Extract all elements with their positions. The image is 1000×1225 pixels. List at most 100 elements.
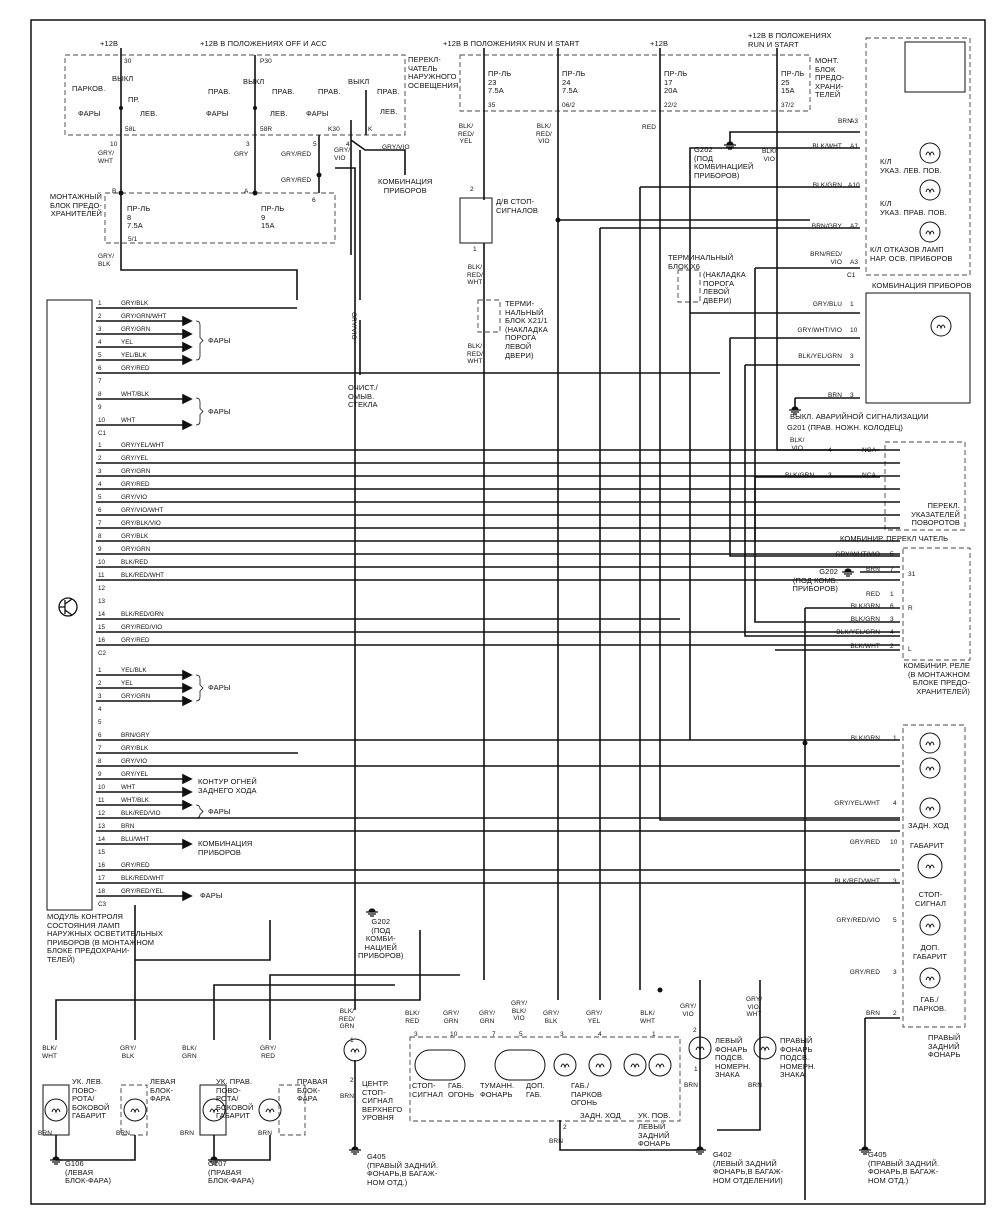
- fuse-17: ПР-Ль 17 20A: [664, 69, 688, 96]
- module-pin-wire: YEL/BLK: [121, 352, 147, 359]
- terminal-58l: 58L: [125, 126, 137, 133]
- filament-icon: [760, 1046, 770, 1052]
- filament-icon: [925, 923, 935, 929]
- hl-left-turn-label: УК. ЛЕВ. ПОВО- РОТА/ БОКОВОЙ ГАБАРИТ: [72, 1077, 110, 1121]
- arrow-icon: [182, 354, 193, 366]
- lr-wire-3: GRY/ GRN: [479, 1010, 496, 1025]
- rr-pin-5: 5: [893, 917, 897, 924]
- terminal-b: B: [112, 188, 117, 195]
- lamp-icon: [343, 1038, 367, 1062]
- module-pin-number: 3: [98, 326, 102, 333]
- wire-gry-wht: GRY/ WHT: [98, 150, 115, 165]
- rr-park-label: ГАБ./ ПАРКОВ.: [913, 995, 947, 1013]
- cluster-pin-4: A7: [850, 223, 859, 230]
- module-pin-wire: GRY/RED: [121, 481, 150, 488]
- relay-terminal-r: R: [908, 605, 913, 612]
- relay-wire-1: GRY/WHT/VIO: [835, 551, 880, 558]
- relay-wire-3: RED: [865, 591, 880, 598]
- headlights-label-1: ФАРЫ: [78, 109, 101, 118]
- module-pin-wire: GRY/YEL/WHT: [121, 442, 165, 449]
- left-label-1: ЛЕВ.: [140, 109, 158, 118]
- arrow-icon: [182, 695, 193, 707]
- filament-icon: [925, 230, 935, 236]
- filament-icon: [655, 1063, 665, 1069]
- right-label-3: ПРАВ.: [318, 87, 341, 96]
- module-pin-wire: WHT/BLK: [121, 797, 149, 804]
- module-pin-number: 3: [98, 468, 102, 475]
- fuse-23: ПР-Ль 23 7.5A: [488, 69, 512, 96]
- arrow-icon: [182, 315, 193, 327]
- cluster-pin-1: A3: [850, 118, 859, 125]
- relay-pin-1: 5: [890, 551, 894, 558]
- pin-3: 3: [246, 141, 250, 148]
- relay-wire-4: BLK/GRN: [850, 603, 880, 610]
- relay-terminal-l: L: [908, 646, 912, 653]
- lamp-right-turn-label: К/Л УКАЗ. ПРАВ. ПОВ.: [880, 199, 947, 217]
- plate-left-brn: BRN: [684, 1082, 699, 1089]
- wire-gry-blk: GRY/ BLK: [98, 253, 115, 268]
- right-label-3b: ПРАВ.: [377, 87, 400, 96]
- combo-nca-1: NCA: [862, 447, 877, 454]
- hl-brn-2: BRN: [116, 1130, 131, 1137]
- lamp-icon: [919, 221, 941, 243]
- module-pin-number: 10: [98, 417, 106, 424]
- terminal-30: 30: [124, 58, 132, 65]
- lamp-icon: [202, 1098, 226, 1122]
- module-pin-number: 5: [98, 494, 102, 501]
- brake-pin-1: 1: [473, 246, 477, 253]
- arrow-icon: [182, 838, 193, 850]
- cluster-wire-1: BRN: [837, 118, 852, 125]
- cluster-pin-5: A3: [850, 259, 859, 266]
- filament-icon: [925, 806, 935, 812]
- combo-wire-2: BLK/GRN: [785, 472, 815, 479]
- relay-block: [902, 547, 971, 661]
- module-pin-number: 1: [98, 300, 102, 307]
- combo-wire-1: BLK/ VIO: [790, 437, 805, 452]
- module-pin-number: 9: [98, 546, 102, 553]
- lr-pin-1: 3: [414, 1031, 418, 1038]
- arrow-icon: [182, 419, 193, 431]
- g402-label: G402 (ЛЕВЫЙ ЗАДНИЙ ФОНАРЬ,В БАГАЖ- НОМ О…: [713, 1150, 784, 1185]
- pin-37-2: 37/2: [781, 102, 795, 109]
- arrow-icon: [182, 328, 193, 340]
- module-pin-wire: GRY/BLK: [121, 745, 149, 752]
- diagram-border: [30, 19, 986, 1205]
- module-pin-wire: YEL: [121, 680, 133, 687]
- supply-12v-mid: +12В: [650, 39, 669, 48]
- ground-icon: [50, 1156, 62, 1165]
- module-connector-label: C1: [98, 430, 107, 437]
- module-pin-wire: BLK/RED: [121, 559, 148, 566]
- module-pin-number: 6: [98, 732, 102, 739]
- rr-wire-6: GRY/RED: [849, 969, 880, 976]
- brake-switch-label: Д/В СТОП- СИГНАЛОВ: [496, 197, 539, 215]
- right-label-2b: ПРАВ.: [272, 87, 295, 96]
- module-pin-number: 14: [98, 836, 106, 843]
- to-cluster-label: КОМБИНАЦИЯ ПРИБОРОВ: [378, 177, 433, 195]
- center-stop-brn: BRN: [340, 1093, 355, 1100]
- module-pin-number: 8: [98, 533, 102, 540]
- arrow-icon: [182, 799, 193, 811]
- module-pin-number: 11: [98, 797, 105, 804]
- hazard-pin-1: 1: [850, 301, 854, 308]
- ground-icon: [694, 1146, 706, 1155]
- rr-wire-5: GRY/RED/VIO: [836, 917, 880, 924]
- module-pin-number: 17: [98, 875, 106, 882]
- brace-icon: [195, 674, 204, 702]
- fuse-block-right-label: МОНТ. БЛОК ПРЕДО- ХРАНИ- ТЕЛЕЙ: [815, 56, 845, 100]
- cluster-block: [865, 37, 971, 276]
- cluster-wire-3: BLK/GRN: [812, 182, 842, 189]
- filament-icon: [630, 1063, 640, 1069]
- off-label-2: ВЫКЛ: [243, 77, 265, 86]
- module-pin-wire: GRY/GRN: [121, 546, 151, 553]
- module-pin-wire: WHT: [121, 417, 136, 424]
- module-pin-number: 7: [98, 378, 102, 385]
- g201-label: G201 (ПРАВ. НОЖН. КОЛОДЕЦ): [787, 423, 903, 432]
- module-pin-number: 18: [98, 888, 106, 895]
- hazard-wire-4: BRN: [827, 392, 842, 399]
- lr-wire-1: BLK/ RED: [405, 1010, 420, 1025]
- module-pin-number: 3: [98, 693, 102, 700]
- pin-22-2: 22/2: [664, 102, 678, 109]
- arrow-icon: [182, 773, 193, 785]
- module-pin-wire: BRN/GRY: [121, 732, 150, 739]
- filament-icon: [209, 1108, 219, 1114]
